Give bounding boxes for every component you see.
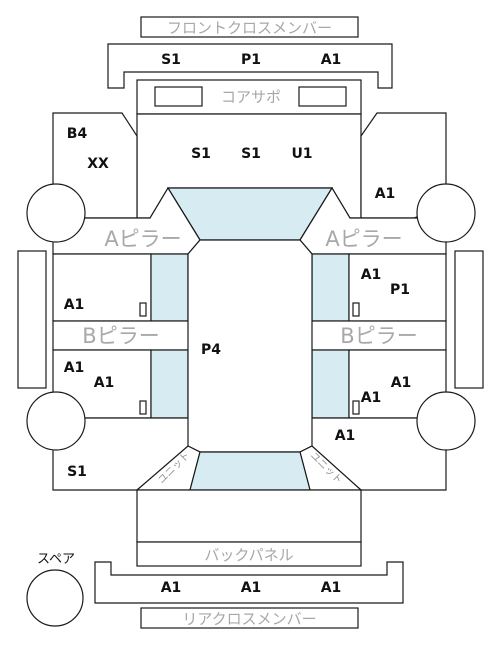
rear-cross-member[interactable] <box>94 561 404 604</box>
grade-core-1: S1 <box>191 146 211 162</box>
front-right-wheel[interactable] <box>416 183 476 243</box>
grade-core-2: S1 <box>241 146 261 162</box>
rear-right-wheel[interactable] <box>416 391 476 451</box>
rear-left-wheel[interactable] <box>26 391 86 451</box>
front-cross-member-label-box <box>140 16 359 38</box>
core-support-left-window <box>154 86 203 107</box>
a-pillar-right-label: Aピラー <box>325 227 402 251</box>
grade-right-rear-door-2: A1 <box>361 390 382 406</box>
front-left-wheel[interactable] <box>26 183 86 243</box>
grade-front-left-2: XX <box>87 156 109 172</box>
grade-rear-cross-2: A1 <box>241 580 262 596</box>
grade-right-rear-door-1: A1 <box>391 375 412 391</box>
rear-cross-member-label-box <box>140 607 359 629</box>
grade-core-3: U1 <box>291 146 312 162</box>
spare-label: スペア <box>37 552 75 567</box>
left-front-door[interactable] <box>52 253 152 322</box>
grade-roof: P4 <box>201 342 221 358</box>
left-rear-window[interactable] <box>150 349 189 419</box>
right-front-door[interactable] <box>348 253 447 322</box>
b-pillar-left[interactable] <box>52 320 191 351</box>
rear-cross-member-label: リアクロスメンバー <box>182 610 316 628</box>
right-front-window[interactable] <box>311 253 350 322</box>
left-front-window[interactable] <box>150 253 189 322</box>
grade-rear-cross-3: A1 <box>321 580 342 596</box>
rear-window[interactable] <box>189 451 311 491</box>
b-pillar-right-label: Bピラー <box>340 324 417 348</box>
right-rocker-panel[interactable] <box>454 250 484 389</box>
right-rear-door-handle <box>352 400 360 415</box>
grade-front-cross-2: P1 <box>241 52 261 68</box>
left-front-door-handle <box>139 302 147 317</box>
core-support-right-window <box>298 86 347 107</box>
grade-front-cross-3: A1 <box>321 52 342 68</box>
right-rear-window[interactable] <box>311 349 350 419</box>
grade-left-front-door: A1 <box>64 297 85 313</box>
grade-rear-right-quarter: A1 <box>335 428 356 444</box>
grade-front-left-1: B4 <box>67 126 88 142</box>
trunk-lid[interactable] <box>136 489 362 543</box>
grade-front-right: A1 <box>375 186 396 202</box>
grade-left-rear-door-1: A1 <box>64 360 85 376</box>
grade-rear-cross-1: A1 <box>161 580 182 596</box>
right-front-door-handle <box>352 302 360 317</box>
back-panel[interactable] <box>136 541 362 567</box>
grade-right-front-door-2: P1 <box>390 282 410 298</box>
grade-rear-left-quarter: S1 <box>67 464 87 480</box>
spare-tire[interactable] <box>26 569 84 627</box>
grade-front-cross-1: S1 <box>161 52 181 68</box>
left-rear-door-handle <box>139 400 147 415</box>
front-cross-member[interactable] <box>107 43 393 89</box>
grade-left-rear-door-2: A1 <box>94 375 115 391</box>
front-cross-member-label: フロントクロスメンバー <box>167 19 332 37</box>
grade-right-front-door-1: A1 <box>361 267 382 283</box>
a-pillar-left-label: Aピラー <box>104 227 181 251</box>
b-pillar-left-label: Bピラー <box>82 324 159 348</box>
back-panel-label: バックパネル <box>204 546 293 564</box>
left-rocker-panel[interactable] <box>17 250 47 389</box>
core-support-label: コアサポ <box>221 88 281 106</box>
